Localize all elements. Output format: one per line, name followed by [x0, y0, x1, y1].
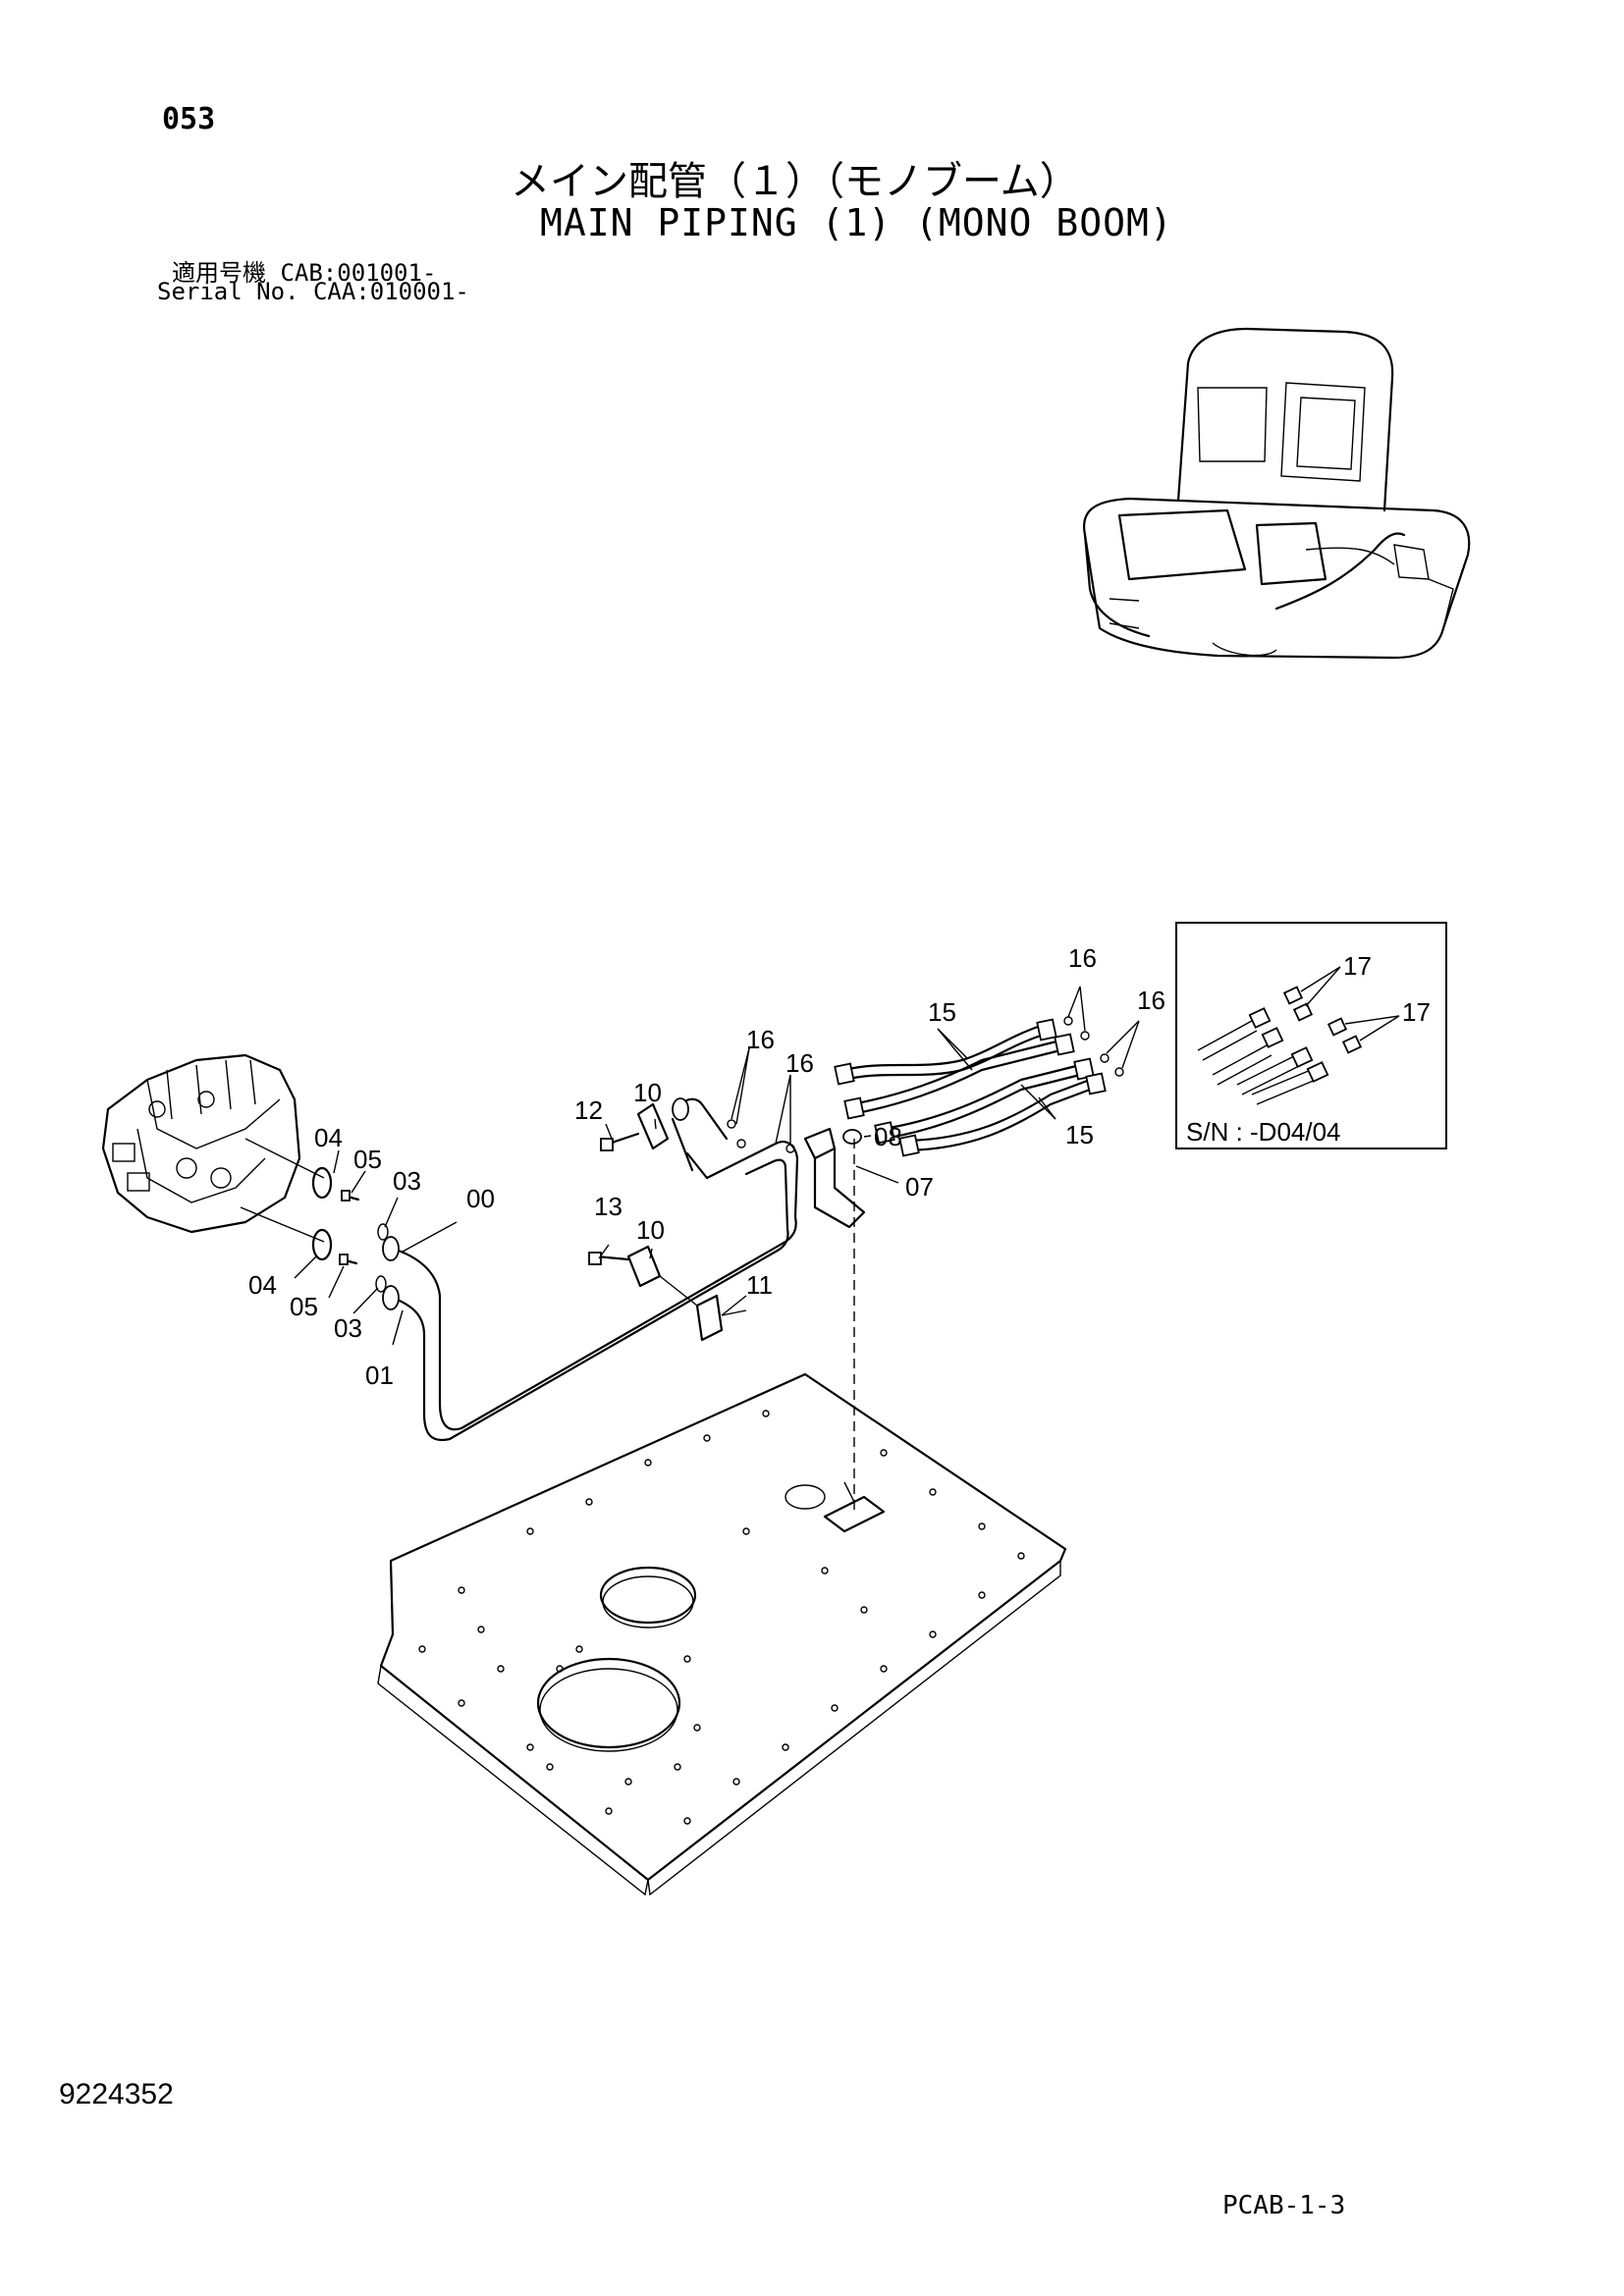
document-number: 9224352	[59, 2078, 174, 2110]
callout-16-middle: 16	[785, 1048, 814, 1078]
callout-01: 01	[365, 1361, 394, 1390]
serial-range-japanese: 適用号機 CAB:001001-	[172, 259, 437, 287]
callout-15-lower: 15	[1065, 1120, 1094, 1149]
callout-10-lower: 10	[636, 1215, 665, 1245]
callout-16-right: 16	[1137, 986, 1165, 1015]
inset-serial-label: S/N : -D04/04	[1186, 1117, 1341, 1147]
clamps-and-brackets	[588, 1102, 747, 1342]
callout-03-lower: 03	[334, 1313, 362, 1343]
pipe-00-and-01	[382, 1097, 799, 1442]
callout-04-lower: 04	[248, 1270, 277, 1300]
callout-16-left: 16	[746, 1025, 775, 1054]
upper-frame-plate	[377, 1372, 1067, 1896]
callout-07: 07	[905, 1172, 934, 1201]
callout-13: 13	[594, 1192, 623, 1221]
control-valve-assembly	[101, 1053, 325, 1243]
callout-05-upper: 05	[353, 1145, 382, 1174]
page-title-english: MAIN PIPING (1) (MONO BOOM)	[540, 201, 1173, 244]
flange-fittings	[311, 1166, 389, 1293]
callout-04-upper: 04	[314, 1123, 343, 1152]
serial-range-english: Serial No. CAA:010001-	[157, 278, 469, 305]
footer-page-code: PCAB-1-3	[1222, 2191, 1346, 2220]
callout-11: 11	[746, 1270, 773, 1300]
callout-17-upper: 17	[1343, 951, 1372, 981]
page-title-japanese: メイン配管（１）（モノブーム）	[511, 159, 1079, 204]
excavator-overview-illustration	[1082, 327, 1471, 660]
callout-03-upper: 03	[393, 1166, 421, 1196]
leader-lines	[294, 986, 1140, 1346]
hoses-15	[727, 1016, 1124, 1157]
page-number: 053	[162, 102, 216, 136]
callout-12: 12	[574, 1095, 603, 1125]
callout-15-upper: 15	[928, 997, 956, 1027]
bracket-07	[803, 1127, 866, 1512]
inset-detail-box	[1175, 922, 1447, 1149]
callout-05-lower: 05	[290, 1292, 318, 1321]
callout-16-top: 16	[1068, 943, 1097, 973]
callout-10-upper: 10	[633, 1078, 662, 1107]
callout-08: 08	[874, 1122, 902, 1151]
callout-00: 00	[466, 1184, 495, 1213]
callout-17-lower: 17	[1402, 997, 1431, 1027]
